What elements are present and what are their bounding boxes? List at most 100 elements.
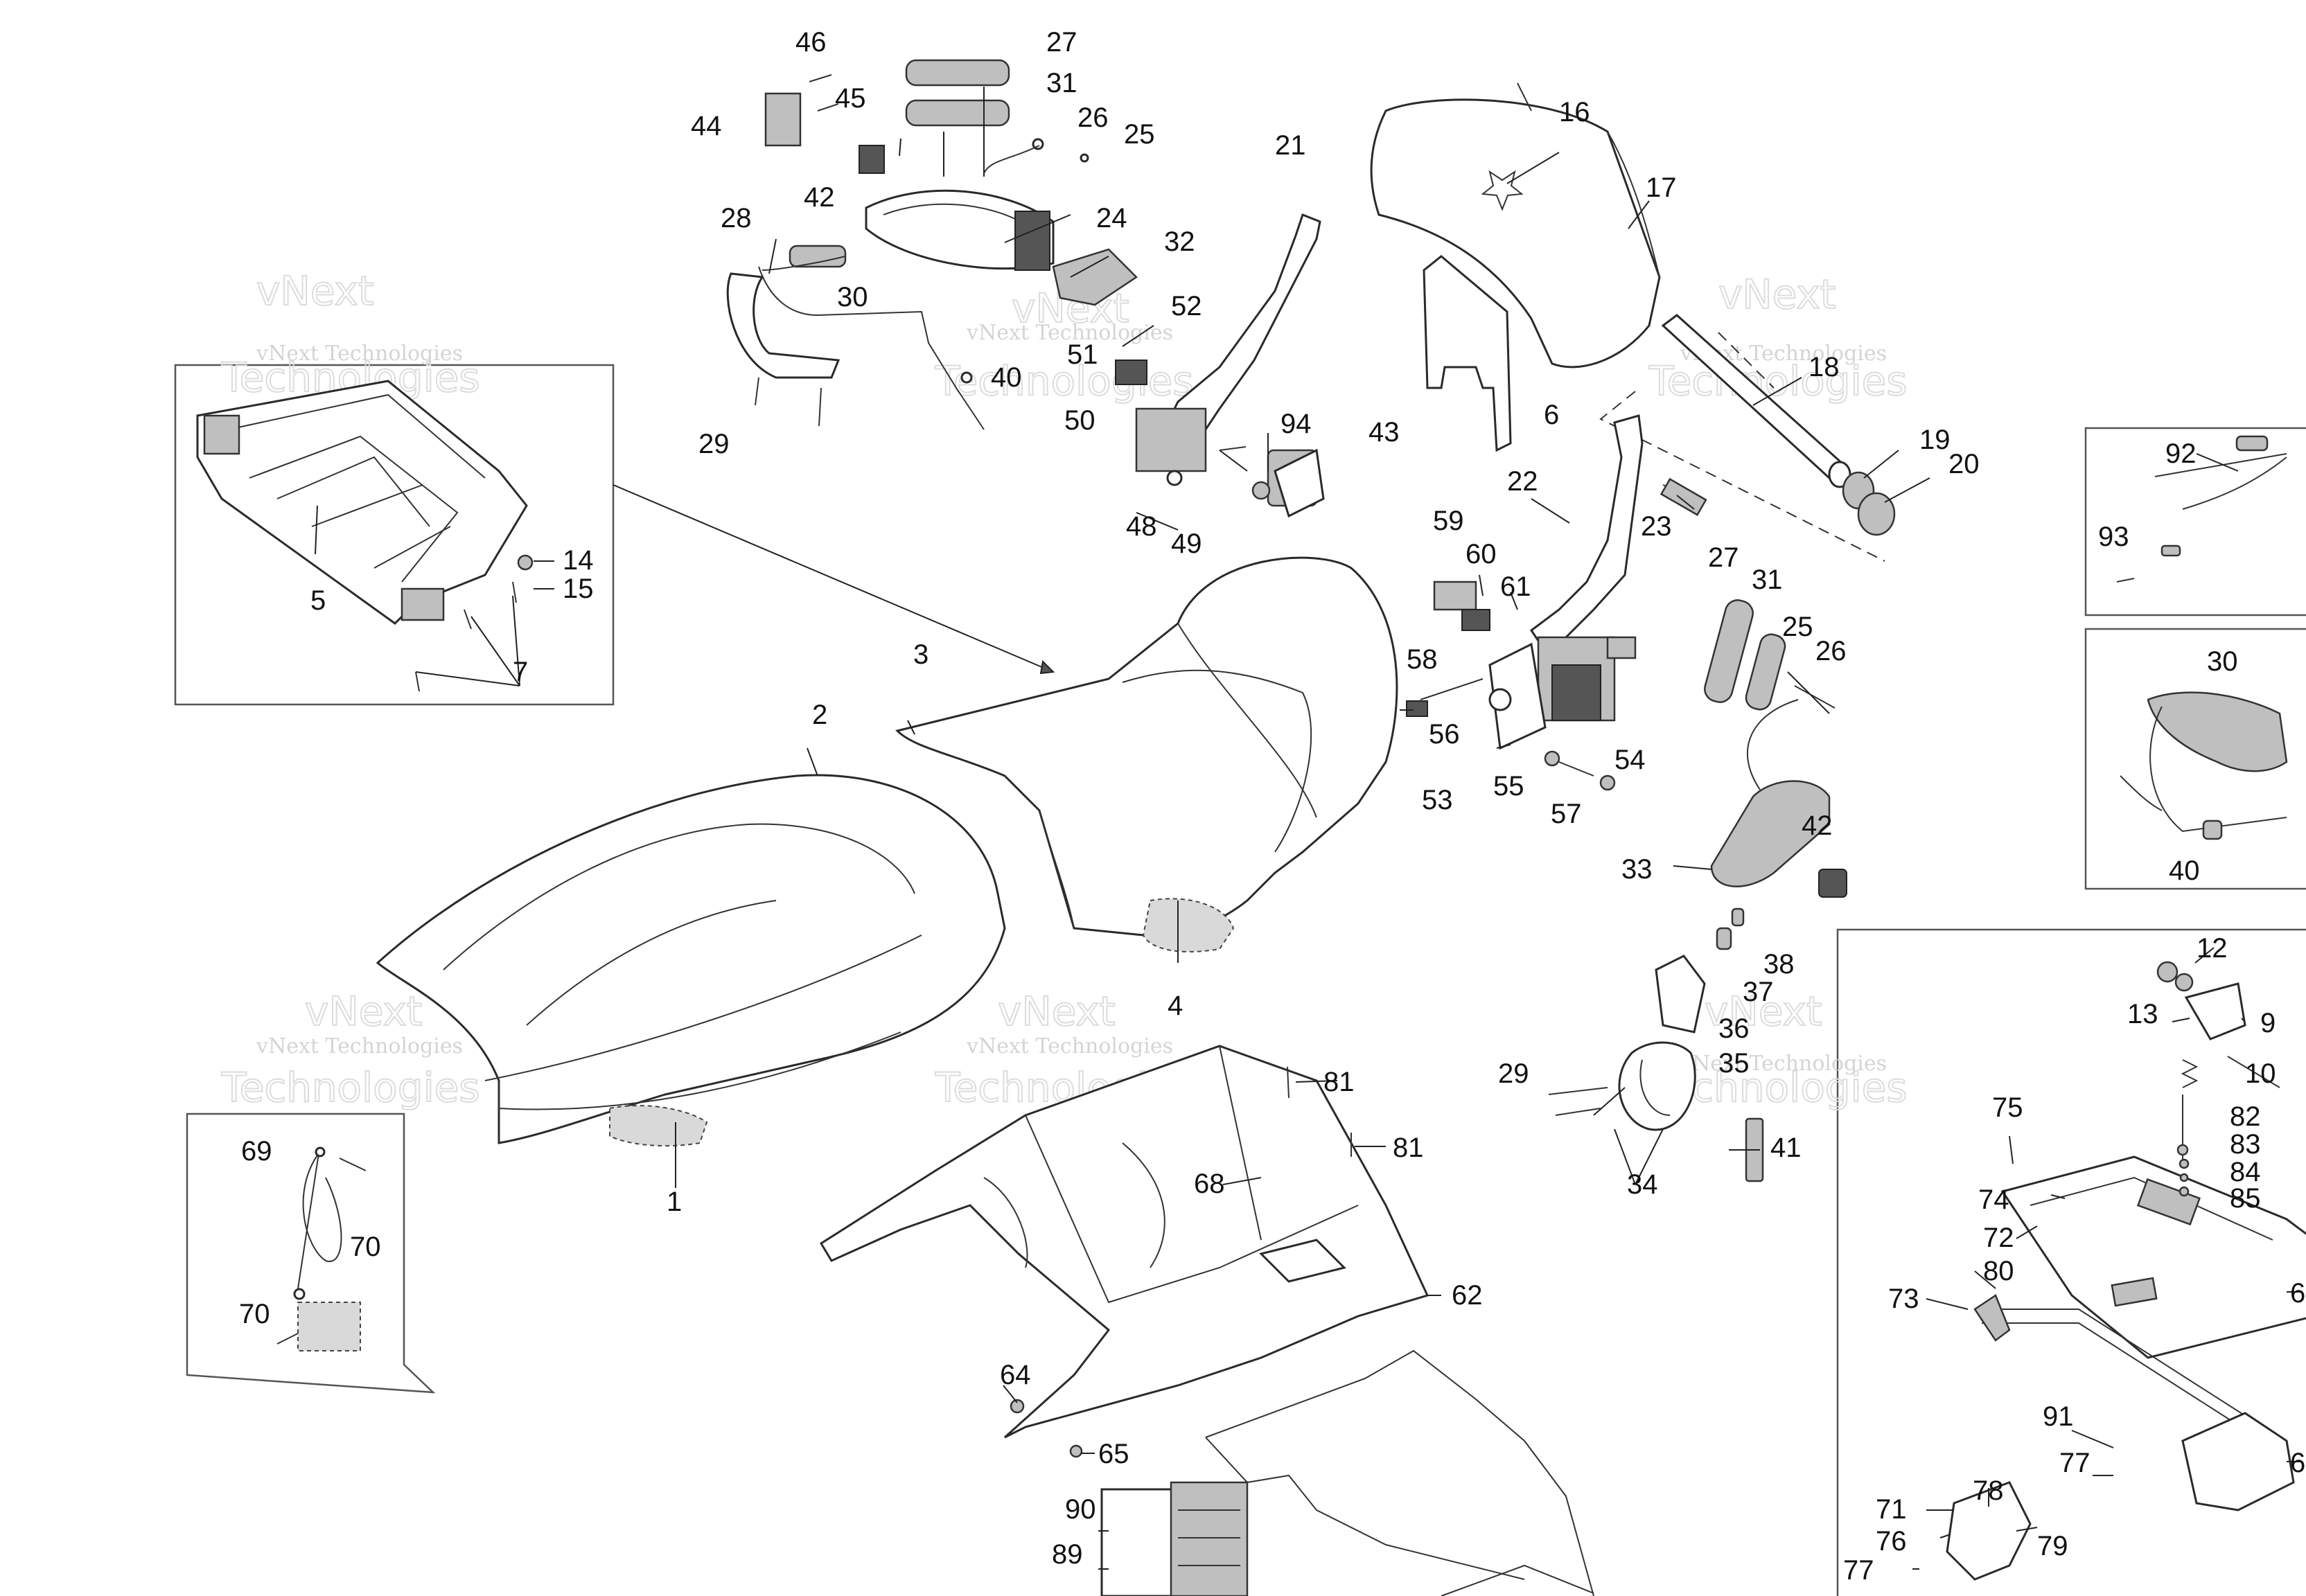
label-26: 26 xyxy=(1077,103,1109,133)
floor-liner xyxy=(1205,1349,1594,1596)
watermark-text: vNext Technologies xyxy=(966,321,1173,345)
label-59: 59 xyxy=(1433,506,1464,536)
label-15: 15 xyxy=(563,574,594,604)
label-20: 20 xyxy=(1948,449,1980,479)
label-61: 61 xyxy=(1500,571,1531,602)
label-40: 40 xyxy=(991,362,1022,393)
watermark-part1: vNext xyxy=(998,988,1115,1035)
label-17: 17 xyxy=(1646,172,1677,203)
watermark-text: vNext Technologies xyxy=(966,1034,1173,1058)
label-5: 5 xyxy=(310,585,326,616)
leader-lines xyxy=(315,87,2300,1570)
label-19: 19 xyxy=(1919,425,1951,455)
label-76: 76 xyxy=(1876,1526,1907,1557)
label-64: 64 xyxy=(1000,1360,1031,1390)
label-57: 57 xyxy=(1551,799,1582,829)
watermark-part1: vNext xyxy=(1705,988,1822,1035)
label-82: 82 xyxy=(2230,1101,2261,1132)
luggage-rack xyxy=(1946,961,2306,1581)
label-92: 92 xyxy=(2165,438,2197,469)
watermark-part1: vNext xyxy=(305,988,422,1035)
label-71: 71 xyxy=(1876,1494,1907,1525)
label-58: 58 xyxy=(1407,644,1438,675)
storage-box xyxy=(1100,1481,1249,1596)
support-bracket xyxy=(1406,414,1707,791)
label-10: 10 xyxy=(2245,1058,2276,1089)
label-54: 54 xyxy=(1614,745,1646,775)
label-83: 83 xyxy=(2230,1129,2261,1160)
label-3: 3 xyxy=(913,639,928,670)
label-74: 74 xyxy=(1978,1185,2009,1215)
label-23: 23 xyxy=(1641,511,1672,542)
label-12: 12 xyxy=(2197,933,2228,964)
watermark-text: vNext Technologies xyxy=(256,1034,463,1058)
label-37: 37 xyxy=(1743,977,1774,1007)
seat-front xyxy=(376,774,1006,1147)
backrest-pad xyxy=(1370,82,1661,452)
label-51: 51 xyxy=(1067,339,1098,370)
label-7: 7 xyxy=(513,657,528,687)
label-70: 70 xyxy=(350,1232,381,1262)
label-16: 16 xyxy=(1559,97,1590,127)
watermark-part2: Technologies xyxy=(1648,357,1908,405)
label-29: 29 xyxy=(698,429,730,459)
label-79: 79 xyxy=(2037,1531,2068,1561)
label-43: 43 xyxy=(1368,417,1400,447)
grab-handle xyxy=(726,245,985,430)
label-42b: 42 xyxy=(1802,810,1833,841)
watermark-part1: vNext xyxy=(1718,271,1836,318)
callout-labels: 46 27 45 31 44 26 25 42 24 28 32 30 52 5… xyxy=(239,27,2305,1586)
label-1: 1 xyxy=(667,1187,682,1217)
watermark-text: vNext Technologies xyxy=(1680,1052,1887,1076)
label-26b: 26 xyxy=(1815,636,1847,666)
heated-grip xyxy=(1704,599,1847,898)
storage-frame xyxy=(196,380,528,625)
label-80: 80 xyxy=(1983,1256,2014,1286)
backrest-handle xyxy=(764,59,1138,306)
label-31b: 31 xyxy=(1752,565,1783,595)
label-49: 49 xyxy=(1171,529,1202,559)
label-89: 89 xyxy=(1052,1539,1083,1570)
label-41: 41 xyxy=(1770,1133,1802,1163)
label-38: 38 xyxy=(1763,949,1795,979)
label-13: 13 xyxy=(2127,999,2158,1029)
label-30: 30 xyxy=(837,282,868,312)
label-60: 60 xyxy=(1466,539,1497,569)
label-73: 73 xyxy=(1888,1284,1919,1314)
label-36: 36 xyxy=(1718,1013,1750,1044)
label-25: 25 xyxy=(1124,119,1155,150)
label-6: 6 xyxy=(1544,400,1559,430)
label-55: 55 xyxy=(1493,771,1524,801)
seat-rear xyxy=(895,556,1398,952)
lanyard xyxy=(276,1146,367,1351)
label-42: 42 xyxy=(804,182,835,213)
label-62: 62 xyxy=(1452,1280,1483,1311)
label-72: 72 xyxy=(1983,1223,2014,1253)
watermark-text: vNext Technologies xyxy=(256,342,463,366)
seat-tray xyxy=(819,1045,1429,1439)
watermark-part1: vNext xyxy=(256,267,373,314)
label-81b: 81 xyxy=(1393,1133,1424,1163)
fasteners xyxy=(415,554,1083,1458)
label-77: 77 xyxy=(2059,1448,2091,1478)
harness-30 xyxy=(2120,691,2288,840)
label-29b: 29 xyxy=(1498,1058,1529,1089)
label-14: 14 xyxy=(563,545,594,576)
label-25b: 25 xyxy=(1782,612,1813,642)
label-84: 84 xyxy=(2230,1157,2261,1187)
label-75: 75 xyxy=(1992,1092,2023,1123)
harness-92 xyxy=(2116,435,2287,583)
label-53: 53 xyxy=(1422,785,1453,815)
label-40b: 40 xyxy=(2169,855,2200,886)
label-2: 2 xyxy=(812,700,827,730)
label-27b: 27 xyxy=(1708,542,1739,573)
label-94: 94 xyxy=(1280,409,1312,439)
label-69: 69 xyxy=(241,1136,272,1167)
label-91: 91 xyxy=(2043,1401,2074,1432)
label-45: 45 xyxy=(835,83,866,114)
label-4: 4 xyxy=(1168,991,1183,1021)
label-24: 24 xyxy=(1096,203,1127,233)
label-21: 21 xyxy=(1275,130,1306,161)
label-27: 27 xyxy=(1046,27,1077,57)
